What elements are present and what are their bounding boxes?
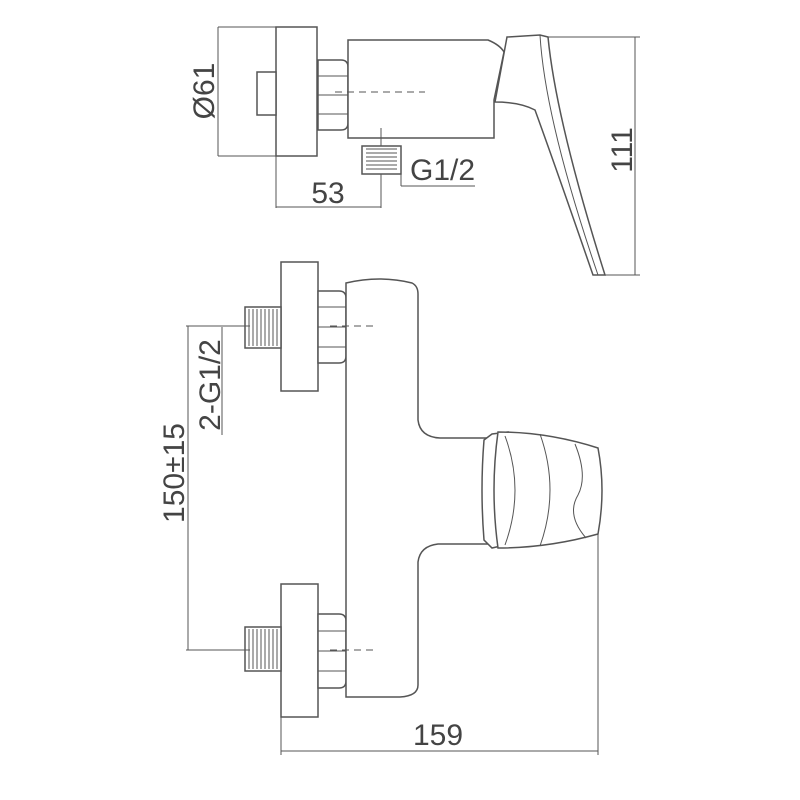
dim-depth: 53: [275, 156, 382, 210]
dim-diameter: Ø61: [188, 26, 276, 157]
dim-width-label: 159: [413, 719, 463, 752]
upper-flange: [280, 261, 319, 392]
mixer-body: [345, 278, 493, 698]
top-body: [347, 39, 505, 139]
lower-inlet-thread: [244, 626, 282, 672]
dim-height-label: 111: [606, 127, 639, 173]
upper-inlet-thread: [244, 306, 282, 349]
top-outlet-thread: [361, 128, 402, 175]
dim-spacing: 150±15: [158, 325, 250, 651]
lower-flange: [280, 583, 319, 718]
dim-width: 159: [280, 534, 599, 755]
top-hex-nut: [317, 59, 349, 131]
lower-hex-nut: [317, 613, 347, 689]
upper-hex-nut: [317, 290, 347, 364]
top-view: Ø61 53 G1/2 111: [188, 26, 640, 276]
dim-outlet: G1/2: [400, 154, 475, 187]
dim-outlet-label: G1/2: [410, 154, 475, 187]
top-wall-stub: [256, 71, 277, 116]
dim-inlet-thread: 2-G1/2: [194, 327, 227, 435]
dim-height: 111: [548, 36, 640, 276]
dim-spacing-label: 150±15: [158, 423, 191, 523]
dim-depth-label: 53: [311, 177, 344, 210]
front-view: 150±15 2-G1/2 159: [158, 261, 603, 755]
front-lever-handle: [493, 431, 603, 549]
dim-inlet-thread-label: 2-G1/2: [194, 339, 227, 431]
top-lever-handle: [494, 34, 607, 276]
dim-diameter-label: Ø61: [188, 63, 221, 120]
top-flange: [275, 26, 318, 157]
